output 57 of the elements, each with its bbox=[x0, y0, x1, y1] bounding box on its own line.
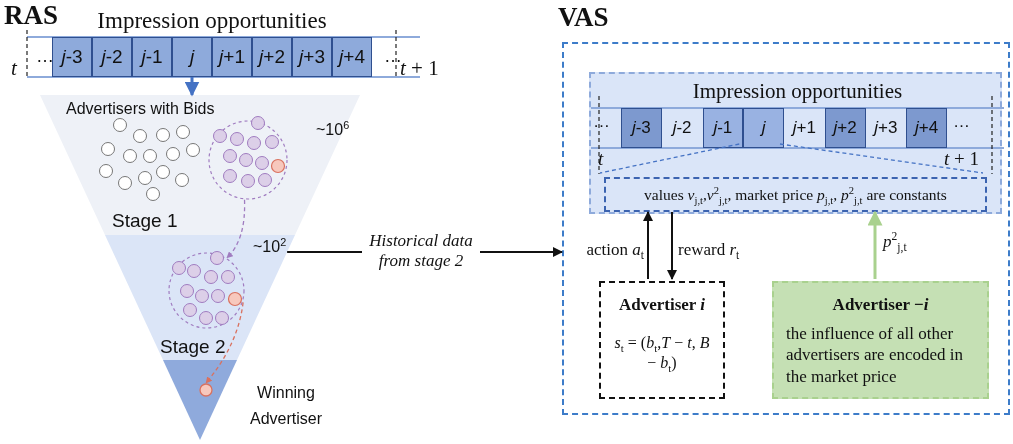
section-title: RAS bbox=[4, 0, 58, 32]
box-heading: Advertiser −i bbox=[831, 295, 930, 315]
box-heading: Advertiser i bbox=[618, 295, 706, 315]
impression-slot: j+4 bbox=[906, 108, 947, 148]
impression-slot: j+2 bbox=[824, 108, 866, 148]
arrow bbox=[184, 77, 200, 97]
bidder-cluster-drawing bbox=[168, 252, 245, 329]
impression-slot: j-3 bbox=[52, 37, 92, 77]
arrow bbox=[643, 211, 653, 280]
arrow bbox=[667, 211, 677, 280]
state-formula: s$_{t}$ = (b$_{t}$,T − t, B − b$_{t}$) bbox=[613, 333, 711, 373]
impression-slot: j-2 bbox=[92, 37, 132, 77]
stage-label: Stage 2 bbox=[160, 336, 227, 358]
stage-label: Stage 1 bbox=[112, 210, 179, 232]
dashed-connector bbox=[205, 301, 244, 384]
dashed-connector bbox=[779, 143, 984, 174]
axis-label: t bbox=[598, 148, 604, 170]
section-title: VAS bbox=[558, 2, 610, 34]
edge-label: reward r$_{t}$ bbox=[678, 240, 741, 261]
dashed-connector bbox=[226, 199, 246, 259]
impression-slot: j-2 bbox=[661, 108, 703, 148]
impression-slot: j-3 bbox=[621, 108, 662, 148]
impression-slot: j+1 bbox=[212, 37, 252, 77]
impression-slot: j+1 bbox=[784, 108, 825, 148]
edge-label: Historical data from stage 2 bbox=[362, 231, 480, 272]
impression-slot: j+2 bbox=[252, 37, 292, 77]
edge-label: action a$_{t}$ bbox=[585, 240, 644, 261]
funnel-stage bbox=[40, 95, 360, 235]
count-label: ~10$^{2}$ bbox=[253, 238, 287, 257]
axis-label: t + 1 bbox=[400, 56, 439, 81]
axis-label: … bbox=[953, 112, 970, 132]
environment-box bbox=[772, 281, 989, 399]
agent-box bbox=[599, 281, 725, 399]
impression-slot: j+4 bbox=[332, 37, 372, 77]
axis-label: … bbox=[384, 46, 402, 66]
strip-title: Impression opportunities bbox=[97, 8, 327, 35]
impression-slot: j-1 bbox=[702, 108, 744, 148]
impression-slot: j-1 bbox=[132, 37, 172, 77]
arrow bbox=[867, 210, 883, 279]
panel-title: Impression opportunities bbox=[691, 79, 904, 104]
count-label: ~10$^{6}$ bbox=[316, 121, 350, 140]
impression-slot: j bbox=[172, 37, 212, 77]
count-label: Winning Advertiser bbox=[249, 383, 323, 429]
impression-slot: j+3 bbox=[865, 108, 907, 148]
box-description: the influence of all other advertisers are encoded in the market price bbox=[786, 323, 964, 387]
impression-slot: j bbox=[743, 108, 784, 148]
funnel-stage bbox=[105, 235, 295, 360]
winner-dot bbox=[199, 383, 213, 397]
axis-label: t bbox=[11, 56, 17, 81]
impression-slot: j+3 bbox=[292, 37, 332, 77]
funnel-caption: Advertisers with Bids bbox=[66, 100, 216, 119]
axis-label: t + 1 bbox=[944, 148, 979, 170]
axis-label: … bbox=[36, 46, 54, 67]
axis-label: … bbox=[593, 112, 610, 132]
note-box: values v$_{j,t}$,v$^{2}$$_{j,t}$, market price p$_{j,t}$, p$^{2}$$_{j,t}$ are constants bbox=[604, 177, 987, 212]
dashed-connector bbox=[599, 143, 740, 174]
dashed-panel bbox=[589, 72, 1002, 214]
